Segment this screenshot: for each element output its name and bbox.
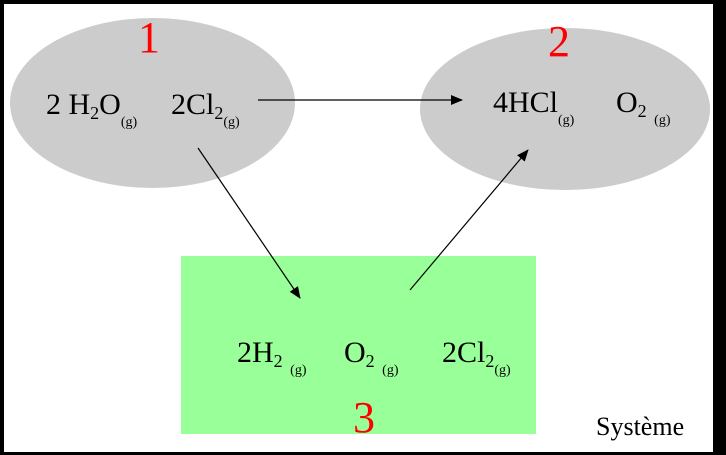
arrow-1-to-3 (197, 147, 301, 299)
node-3-box (181, 256, 536, 434)
node-3-species-cl2: 2Cl2(g) (442, 336, 511, 378)
node-1-ellipse (10, 18, 295, 188)
node-3-number: 3 (353, 393, 375, 442)
node-1-species-cl2: 2Cl2(g) (171, 88, 240, 130)
node-1-species-h2o: 2 H2O(g) (46, 88, 138, 130)
node-1-number: 1 (138, 13, 160, 62)
system-label: Système (596, 412, 685, 441)
arrow-3-to-2 (409, 149, 529, 291)
node-2-species-hcl: 4HCl(g) (493, 86, 575, 128)
node-2-ellipse (420, 28, 710, 190)
diagram-canvas: 1 2 H2O(g) 2Cl2(g) 2 4HCl(g) O2 (g) 2H2 … (4, 4, 713, 452)
node-2-number: 2 (548, 17, 570, 66)
node-3-species-h2: 2H2 (g) (237, 336, 307, 378)
arrows-layer (197, 95, 529, 299)
node-3-species-o2: O2 (g) (344, 336, 399, 378)
node-2-species-o2: O2 (g) (616, 86, 671, 128)
